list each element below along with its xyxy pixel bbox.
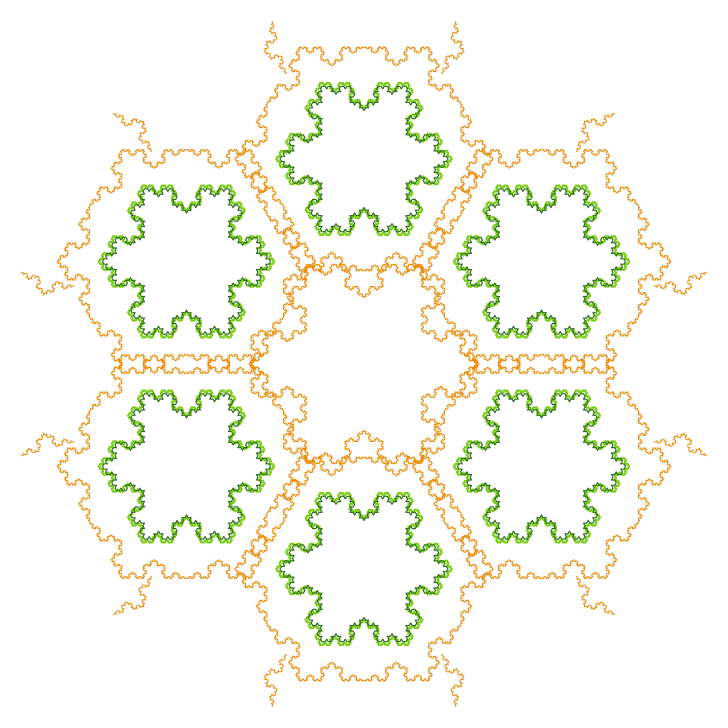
middle-snowflake xyxy=(452,389,631,544)
middle-snowflake xyxy=(275,82,453,236)
outer-tendril xyxy=(112,112,153,153)
middle-snowflake xyxy=(97,184,276,339)
middle-snowflake xyxy=(452,184,631,339)
outer-tendril xyxy=(263,20,287,75)
outer-snowflake xyxy=(56,354,317,579)
outer-tendril xyxy=(20,432,75,457)
outer-tendril xyxy=(575,575,616,616)
middle-ring-layer xyxy=(97,82,631,646)
inner-snowflake xyxy=(279,495,449,643)
center-snowflake xyxy=(248,263,480,465)
outer-tendril xyxy=(441,20,465,75)
outer-snowflake xyxy=(234,46,494,272)
outer-tendril xyxy=(575,112,616,153)
outer-snowflake xyxy=(56,149,317,374)
outer-tendril xyxy=(441,653,465,708)
outer-tendril xyxy=(653,271,708,296)
inner-snowflake xyxy=(101,393,272,540)
outer-snowflake xyxy=(234,456,494,682)
inner-snowflake xyxy=(101,188,272,335)
outer-snowflake xyxy=(411,354,672,579)
inner-snowflake xyxy=(456,188,627,335)
outer-snowflake xyxy=(411,149,672,374)
inner-outline-layer xyxy=(101,85,627,643)
outer-tendril xyxy=(263,653,287,708)
inner-snowflake xyxy=(279,85,449,233)
outer-tendril xyxy=(20,271,75,296)
inner-snowflake xyxy=(456,393,627,540)
outer-fringe-layer xyxy=(20,20,708,708)
middle-snowflake xyxy=(97,389,276,544)
outer-tendril xyxy=(653,432,708,457)
outer-tendril xyxy=(112,575,153,616)
middle-snowflake xyxy=(275,492,453,646)
